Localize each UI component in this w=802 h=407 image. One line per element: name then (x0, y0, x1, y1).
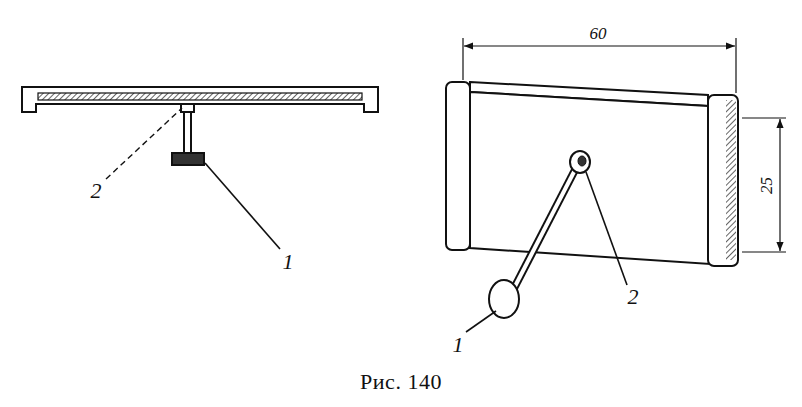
plate-slot (38, 93, 362, 100)
leader-line (205, 163, 280, 249)
leader-line (586, 172, 627, 285)
figure-caption: Рис. 140 (360, 371, 442, 393)
plate-section (22, 87, 378, 112)
dimension-value: 25 (758, 177, 775, 194)
end-cap (446, 82, 470, 250)
extension-line (462, 38, 463, 80)
callout-number: 1 (453, 334, 464, 356)
side-view (22, 87, 378, 249)
extension-line (742, 251, 786, 252)
screw-rod-core (510, 166, 577, 296)
dimension-line (779, 119, 780, 251)
screw-rod (510, 166, 577, 296)
screw-collar (181, 104, 194, 112)
perspective-view (446, 38, 786, 332)
dimension-value: 60 (590, 25, 607, 42)
dimension-line (464, 45, 735, 46)
extension-line (742, 117, 786, 118)
leader-line (106, 108, 182, 179)
screw-shaft (184, 112, 191, 154)
extension-line (735, 38, 736, 93)
end-shade (726, 100, 736, 260)
callout-number: 2 (628, 286, 639, 308)
leader-line (466, 311, 496, 332)
screw-nut-hole (578, 156, 586, 166)
callout-number: 2 (91, 180, 102, 202)
screw-nut (570, 151, 590, 173)
front-face (470, 92, 710, 264)
callout-number: 1 (283, 251, 294, 273)
screw-head (172, 153, 204, 165)
end-cap (708, 95, 738, 266)
